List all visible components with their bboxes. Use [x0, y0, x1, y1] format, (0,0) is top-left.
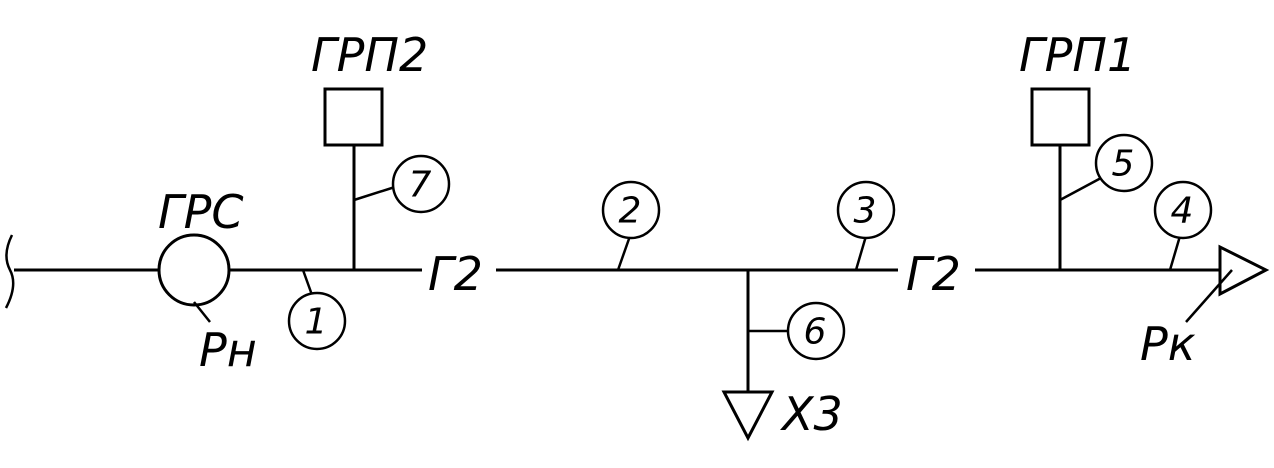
grp2-station-symbol [323, 87, 384, 147]
outlet-triangle-symbol [1218, 244, 1270, 297]
section-7-leader [353, 185, 396, 202]
section-1-marker: 1 [287, 291, 347, 351]
pk-leader [1185, 269, 1233, 323]
consumer-label: Х3 [780, 387, 843, 441]
grp1-station-symbol [1030, 87, 1091, 147]
section-1-leader [301, 269, 314, 296]
section-5-marker: 5 [1094, 133, 1154, 193]
section-2-number: 2 [619, 191, 642, 232]
section-7-marker: 7 [391, 154, 451, 214]
section-3-leader [854, 235, 868, 271]
gas-type-label-right: Г2 [906, 247, 961, 301]
section-6-marker: 6 [786, 301, 846, 361]
pn-leader [193, 301, 211, 323]
line-break-mark [4, 234, 15, 309]
consumer-triangle-symbol [721, 390, 775, 442]
section-2-marker: 2 [601, 180, 661, 240]
section-5-number: 5 [1112, 144, 1135, 185]
section-7-number: 7 [409, 165, 432, 206]
grp2-label: ГРП2 [311, 28, 428, 82]
section-6-number: 6 [804, 312, 827, 353]
grp1-label: ГРП1 [1019, 28, 1136, 82]
section-3-marker: 3 [836, 180, 896, 240]
section-2-leader [616, 235, 632, 271]
section-4-number: 4 [1171, 191, 1194, 232]
grs-label: ГРС [158, 185, 244, 239]
section-4-leader [1168, 235, 1182, 271]
section-5-leader [1059, 176, 1102, 202]
gas-type-label-left: Г2 [428, 247, 483, 301]
section-1-number: 1 [305, 302, 328, 343]
grs-station-symbol [157, 233, 231, 307]
p-start-label: Pн [199, 323, 257, 377]
section-3-number: 3 [854, 191, 877, 232]
p-end-label: Pк [1140, 317, 1196, 371]
section-4-marker: 4 [1153, 180, 1213, 240]
